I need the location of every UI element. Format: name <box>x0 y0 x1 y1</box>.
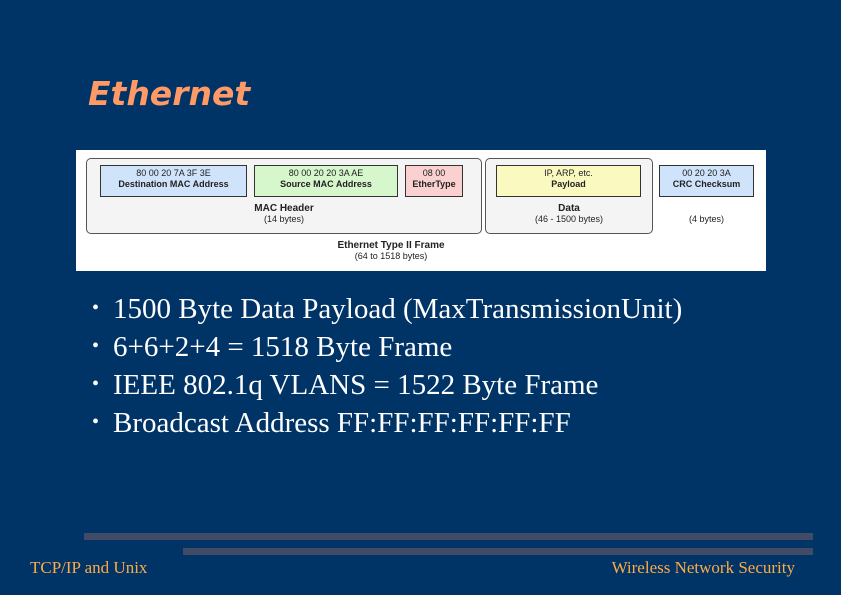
payload-field: IP, ARP, etc.Payload <box>496 165 641 197</box>
mac-header-label: MAC Header <box>254 203 314 214</box>
bullet-list: 1500 Byte Data Payload (MaxTransmissionU… <box>92 292 682 444</box>
footer-left: TCP/IP and Unix <box>30 558 148 577</box>
frame-size: (64 to 1518 bytes) <box>354 251 428 261</box>
dest-mac-bytes: 80 00 20 7A 3F 3E <box>136 168 211 178</box>
bullet-item: 1500 Byte Data Payload (MaxTransmissionU… <box>92 292 682 330</box>
src-mac-bytes: 80 00 20 20 3A AE <box>288 168 364 178</box>
footer-right: Wireless Network Security <box>611 558 795 577</box>
crc-size: (4 bytes) <box>688 214 724 224</box>
frame-caption: Ethernet Type II Frame(64 to 1518 bytes) <box>76 240 706 262</box>
mac-header-size: (14 bytes) <box>263 214 305 224</box>
data-label: Data <box>558 203 580 214</box>
footer-divider-top <box>84 533 813 540</box>
footer-divider-bottom <box>183 548 813 555</box>
dest-mac-label: Destination MAC Address <box>118 179 229 189</box>
crc-label: CRC Checksum <box>672 179 741 189</box>
payload-label: Payload <box>551 179 586 189</box>
data-caption: Data(46 - 1500 bytes) <box>485 203 653 225</box>
frame-label: Ethernet Type II Frame <box>337 240 445 251</box>
bullet-item: Broadcast Address FF:FF:FF:FF:FF:FF <box>92 406 682 444</box>
ethertype-bytes: 08 00 <box>422 168 446 178</box>
bullet-item: IEEE 802.1q VLANS = 1522 Byte Frame <box>92 368 682 406</box>
crc-bytes: 00 20 20 3A <box>682 168 731 178</box>
data-size: (46 - 1500 bytes) <box>534 214 604 224</box>
payload-bytes: IP, ARP, etc. <box>544 168 593 178</box>
slide-title: Ethernet <box>88 74 251 113</box>
ethertype-label: EtherType <box>412 179 456 189</box>
bullet-item: 6+6+2+4 = 1518 Byte Frame <box>92 330 682 368</box>
src-mac-label: Source MAC Address <box>280 179 372 189</box>
mac-header-caption: MAC Header(14 bytes) <box>86 203 482 225</box>
